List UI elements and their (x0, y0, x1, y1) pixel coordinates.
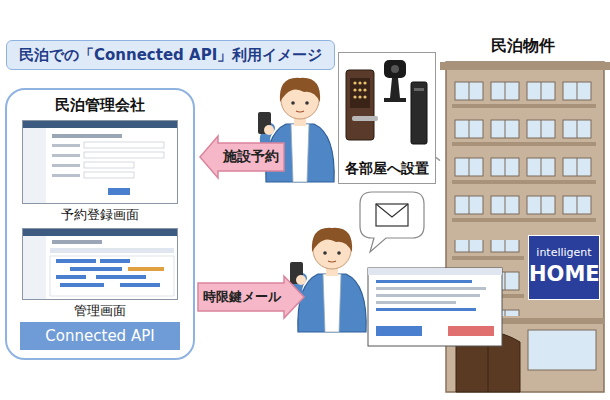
smart-lock-part (358, 81, 361, 84)
smart-lock-part (350, 78, 370, 108)
reservation-screen-part (22, 120, 178, 204)
smart-lock-part (353, 81, 356, 84)
smart-lock-part (353, 88, 356, 91)
building-heading: 民泊物件 (440, 36, 605, 55)
reservation-screen-part (84, 172, 134, 178)
device-box: 各部屋へ設置 (338, 52, 436, 184)
camera-part (384, 60, 406, 78)
mail-screen-part (448, 326, 494, 336)
smart-lock-part (363, 81, 366, 84)
camera (384, 60, 406, 102)
mail-screen-part (368, 268, 502, 346)
mail-screen-part (376, 326, 422, 336)
reservation-screen-part (52, 134, 122, 138)
management-screen-part (128, 267, 164, 271)
reservation-screen (22, 120, 178, 204)
mail-screen-part (376, 294, 480, 297)
reservation-screen-part (22, 120, 178, 128)
camera-part (384, 98, 406, 102)
smart-lock-part (363, 95, 366, 98)
api-band: Connected API (20, 322, 180, 350)
management-screen-part (120, 283, 160, 287)
reservation-screen-part (52, 174, 80, 177)
mail-screen-part (376, 308, 476, 311)
management-screen-part (50, 256, 174, 296)
smart-lock-part (363, 88, 366, 91)
home-sign: intelligentHOME (528, 235, 600, 300)
booking-arrow (200, 136, 284, 178)
camera-part (391, 65, 399, 73)
management-screen-part (56, 259, 96, 263)
reservation-screen-part (52, 164, 80, 167)
apartment-building-part (452, 78, 596, 230)
smart-lock-part (358, 88, 361, 91)
management-screen-part (52, 240, 102, 244)
management-screen-part (60, 283, 104, 287)
mail-screen-part (376, 280, 472, 283)
company-panel: 民泊管理会社予約登録画面管理画面Connected API (5, 88, 195, 360)
hub-device-part (411, 82, 427, 144)
screen-box: 管理画面 (22, 228, 178, 300)
mail-screen-part (368, 268, 502, 275)
screen-caption: 予約登録画面 (23, 207, 177, 223)
screen-box: 予約登録画面 (22, 120, 178, 204)
hub-device (411, 82, 427, 144)
mail-bubble-part (376, 204, 408, 217)
smart-lock (346, 70, 378, 140)
api-label: Connected API (20, 327, 180, 345)
management-screen-part (56, 275, 86, 279)
smart-lock-part (353, 95, 356, 98)
sign-large: HOME (529, 262, 599, 287)
reservation-screen-part (52, 144, 80, 147)
management-screen-part (50, 248, 174, 253)
apartment-building-part (528, 330, 596, 370)
management-screen-part (22, 228, 178, 300)
management-screen-part (100, 259, 130, 263)
reservation-screen-part (108, 188, 130, 195)
reservation-screen-part (84, 162, 134, 168)
mail-bubble-part (376, 204, 408, 226)
management-screen-part (96, 275, 146, 279)
key-mail-arrow (198, 276, 304, 318)
management-screen-part (22, 236, 46, 300)
title-banner: 民泊での「Connected API」利用イメージ (6, 40, 335, 70)
management-screen-part (22, 228, 178, 236)
hub-device-part (414, 88, 424, 91)
smart-lock-part (358, 95, 361, 98)
smart-lock-part (352, 116, 378, 121)
apartment-building-part (440, 62, 610, 70)
guest-person (290, 228, 366, 332)
smart-lock-part (346, 70, 374, 140)
mail-screen-part (376, 301, 456, 304)
arrow-label: 時限鍵メール (199, 289, 285, 305)
building-node: 民泊物件intelligentHOME (440, 62, 605, 392)
panel-heading: 民泊管理会社 (7, 96, 193, 114)
management-screen (22, 228, 178, 300)
mail-bubble (360, 192, 424, 252)
mail-bubble-part (360, 192, 424, 252)
mail-screen-part (376, 287, 486, 290)
reservation-screen-part (84, 142, 164, 148)
sign-small: intelligent (529, 246, 599, 259)
reservation-screen-part (22, 128, 46, 204)
screen-caption: 管理画面 (23, 303, 177, 319)
camera-part (390, 78, 400, 98)
reservation-screen-part (52, 154, 80, 157)
arrow-label: 施設予約 (218, 148, 284, 165)
mail-screen (368, 268, 502, 346)
management-screen-part (70, 267, 122, 271)
reservation-screen-part (84, 152, 164, 158)
device-caption: 各部屋へ設置 (339, 160, 435, 177)
leader-line (436, 157, 440, 160)
title-text: 民泊での「Connected API」利用イメージ (19, 46, 322, 65)
